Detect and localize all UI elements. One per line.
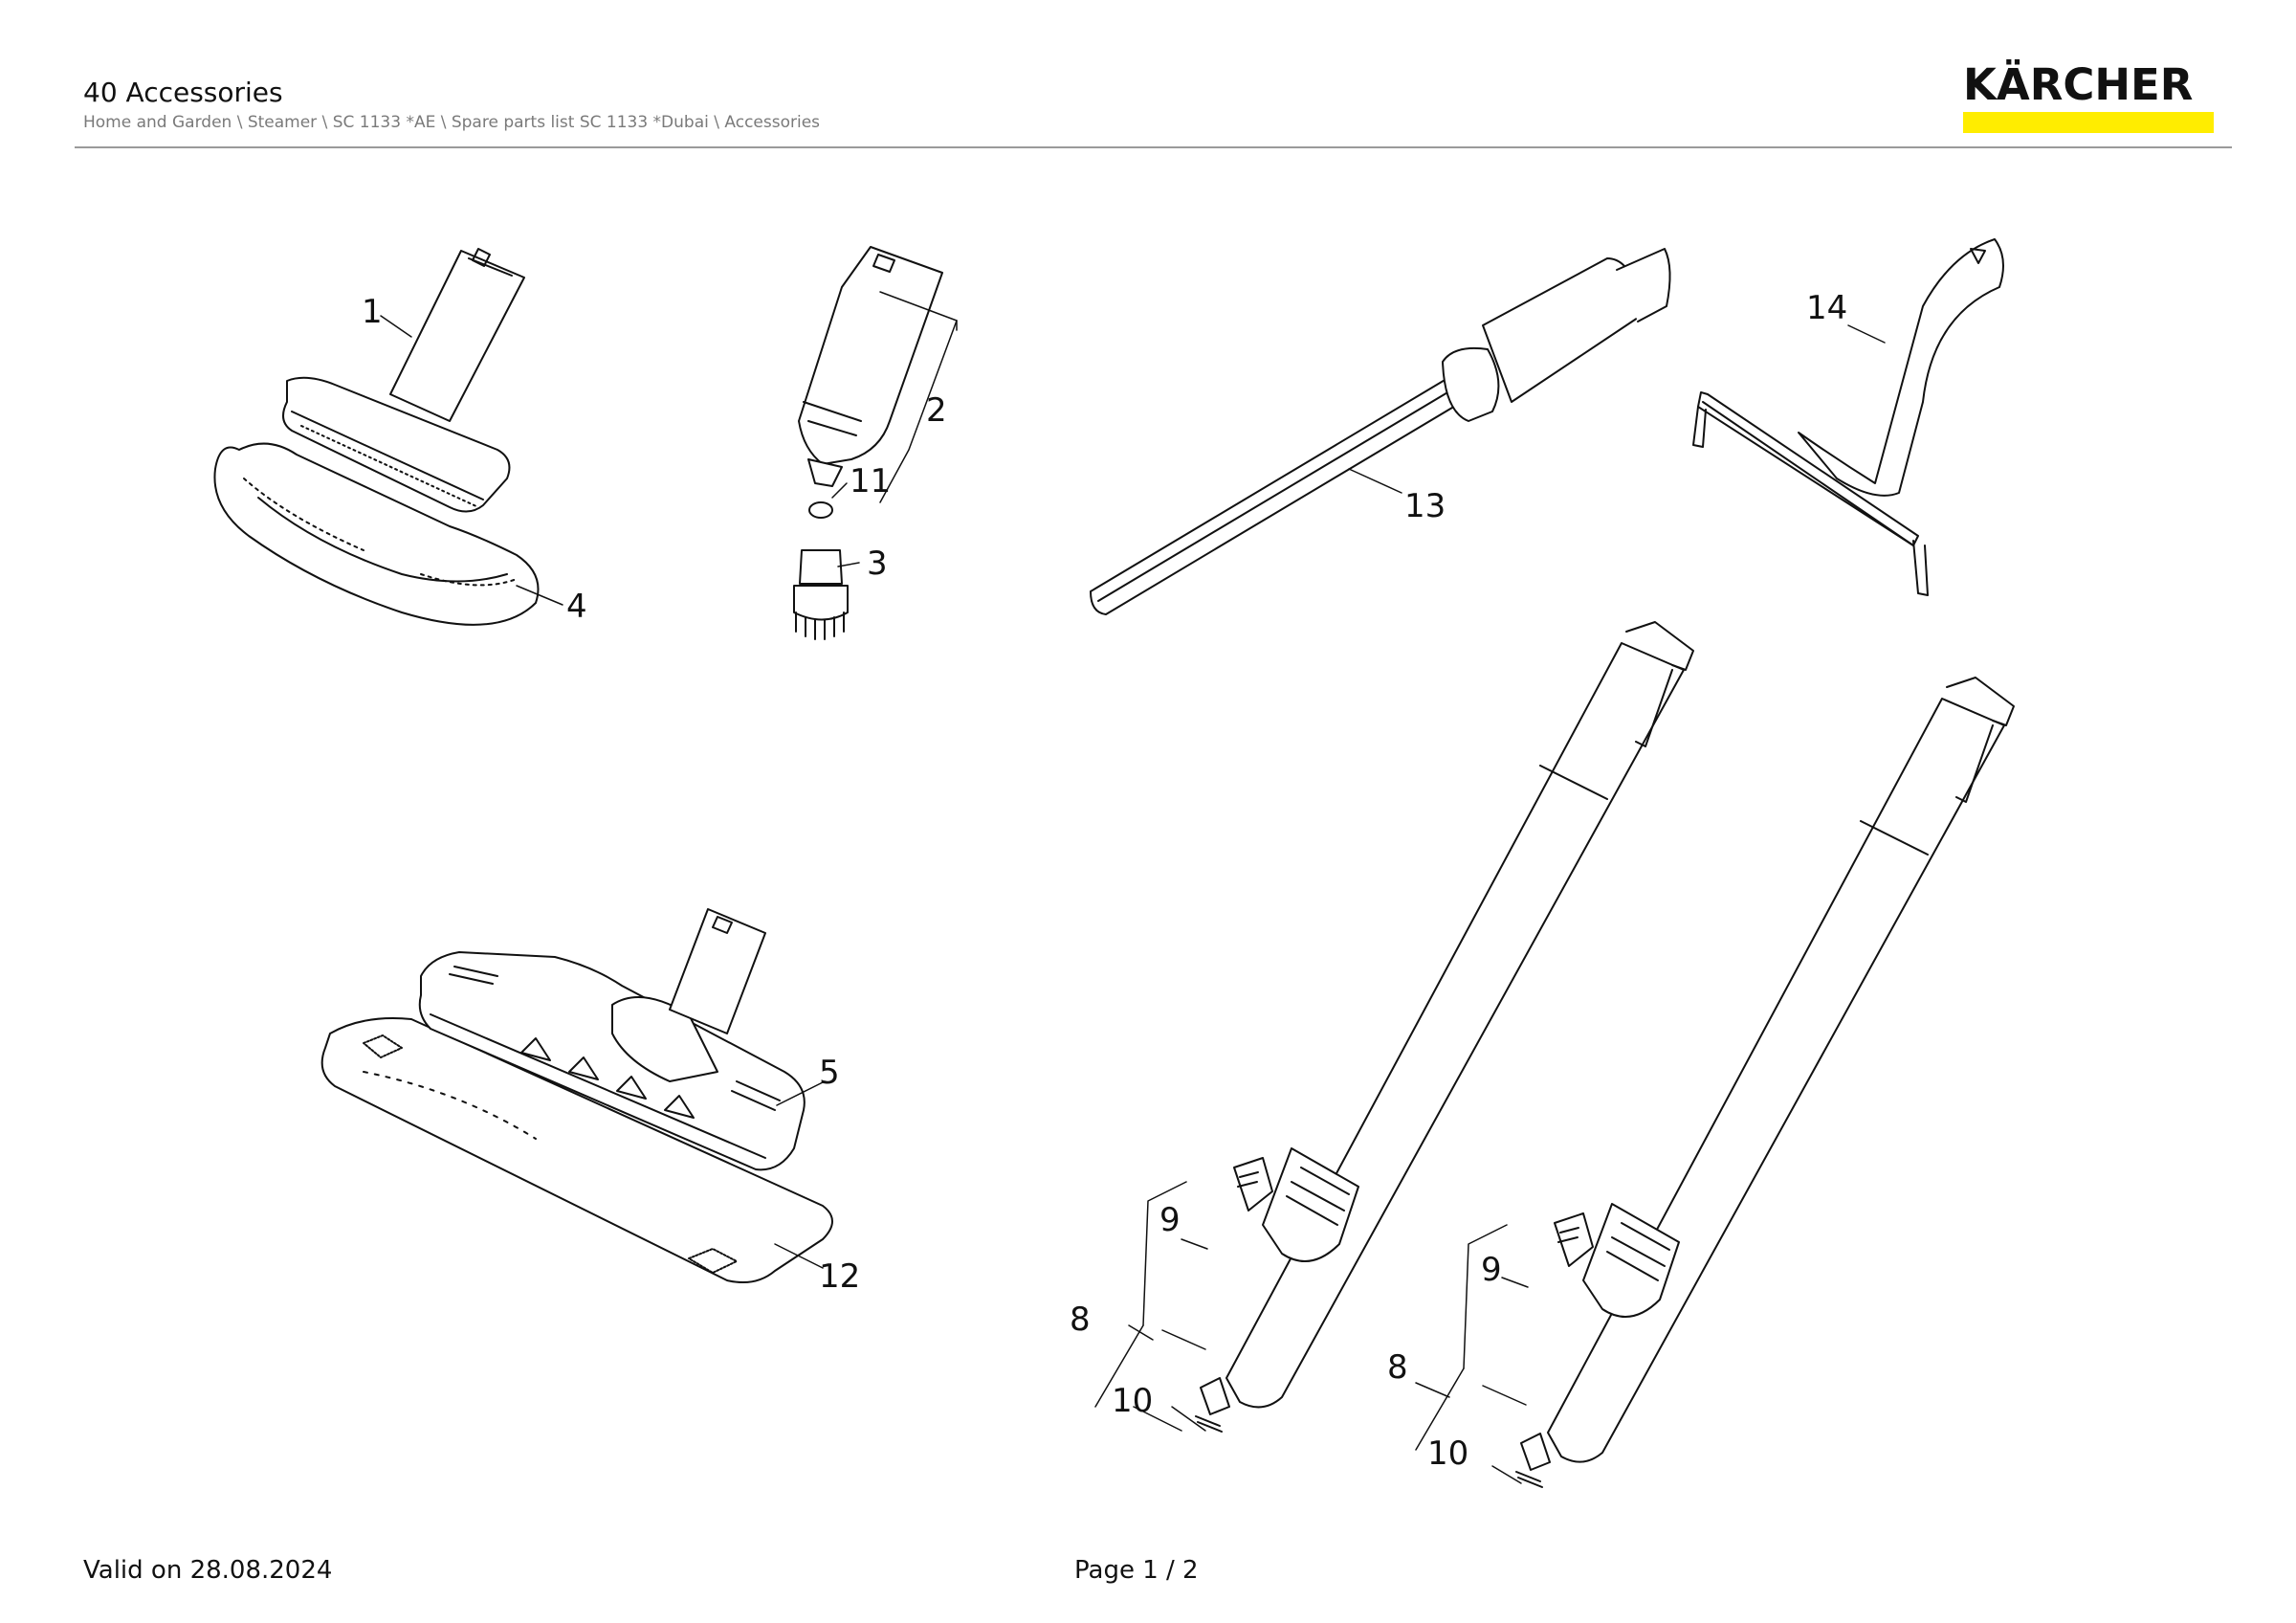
part-2-detail-nozzle [798, 246, 943, 487]
callout-9-right: 9 [1481, 1251, 1502, 1289]
part-3-round-brush [793, 549, 849, 640]
callout-4: 4 [566, 588, 587, 626]
callout-2: 2 [926, 391, 947, 430]
callout-1: 1 [362, 293, 383, 331]
page-number: Page 1 / 2 [1074, 1556, 1199, 1585]
part-13-extension-rod [1090, 248, 1671, 615]
callout-11: 11 [850, 462, 891, 500]
callout-5: 5 [819, 1054, 840, 1092]
callout-numbers: 1 2 3 4 5 8 8 9 9 10 10 11 12 13 14 [362, 289, 1847, 1473]
callout-10-left: 10 [1112, 1382, 1153, 1420]
brand-yellow-bar [1963, 112, 2214, 133]
validity-date: Valid on 28.08.2024 [83, 1556, 333, 1585]
brand-wordmark: KÄRCHER [1963, 59, 2194, 110]
callout-14: 14 [1806, 289, 1847, 327]
karcher-logo: KÄRCHER [1963, 63, 2214, 133]
callout-13: 13 [1404, 487, 1446, 525]
part-5-floor-nozzle [418, 908, 806, 1171]
part-1-hand-brush [282, 248, 525, 513]
part-12-floor-cloth [320, 1017, 833, 1283]
part-8-extension-tube-right [1515, 677, 2015, 1488]
page-title: 40 Accessories [83, 77, 283, 108]
callout-8-left: 8 [1070, 1301, 1091, 1339]
callout-10-right: 10 [1427, 1434, 1468, 1473]
callout-12: 12 [819, 1257, 860, 1296]
part-8-extension-tube-left [1195, 621, 1694, 1433]
breadcrumb: Home and Garden \ Steamer \ SC 1133 *AE … [83, 113, 821, 132]
callout-8-right: 8 [1387, 1348, 1408, 1387]
leader-lines [380, 291, 1886, 1484]
callout-9-left: 9 [1159, 1201, 1181, 1239]
part-4-cloth [213, 442, 540, 626]
header-divider [75, 146, 2232, 148]
callout-3: 3 [867, 545, 888, 583]
part-11-o-ring [808, 501, 833, 519]
part-14-squeegee [1692, 238, 2004, 596]
